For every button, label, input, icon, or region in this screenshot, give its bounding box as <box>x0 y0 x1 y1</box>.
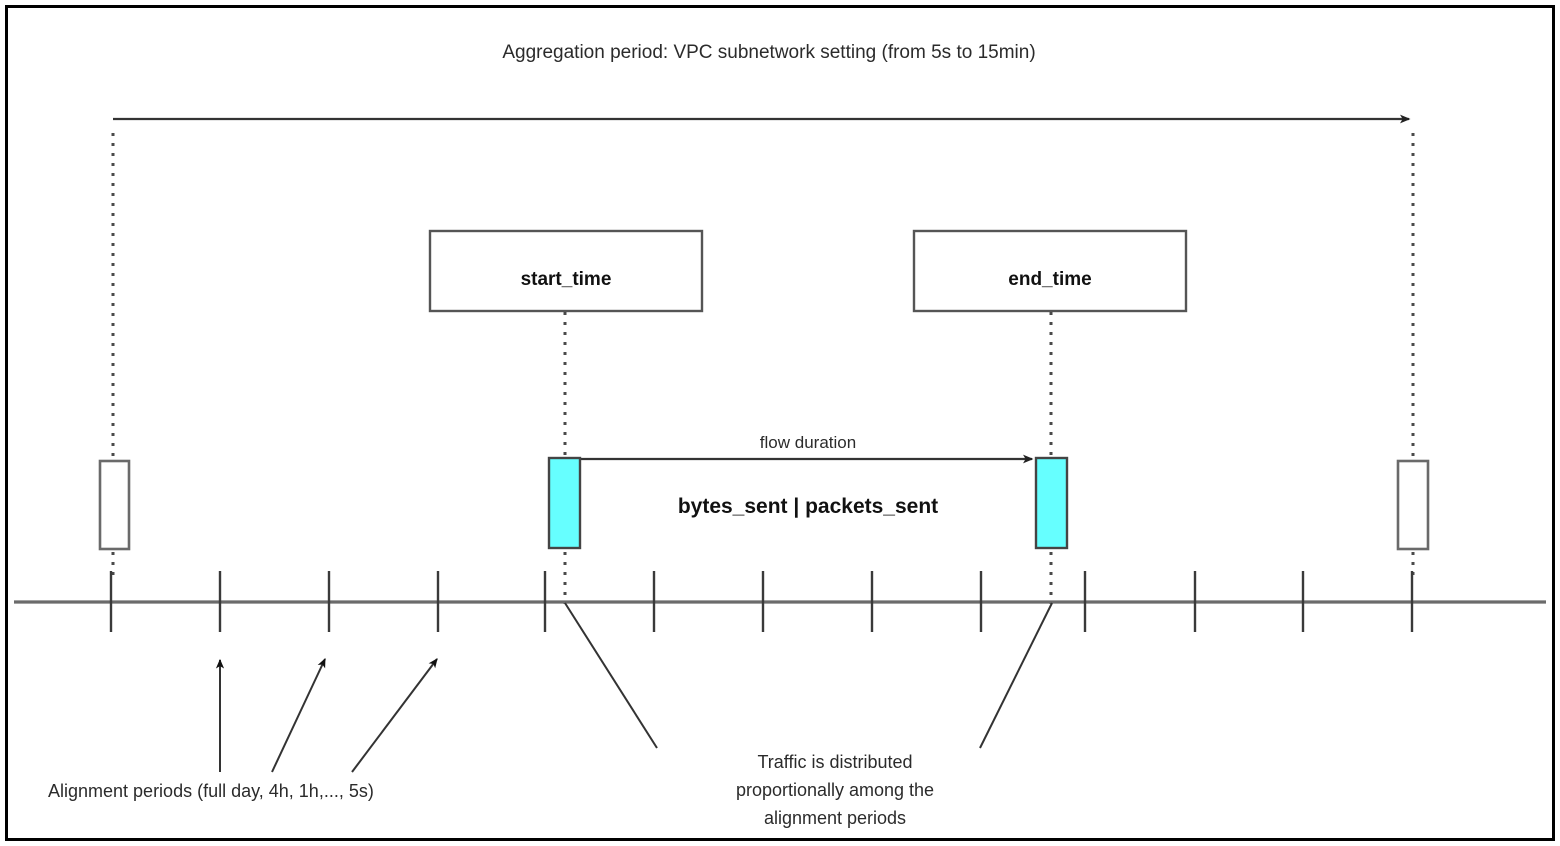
traffic-note-line-1: Traffic is distributed <box>757 752 912 772</box>
start-flow-bar <box>547 456 582 550</box>
start-time-box <box>428 229 704 313</box>
flow-metrics-label: bytes_sent | packets_sent <box>678 495 938 518</box>
traffic-callout-line-left <box>564 602 658 749</box>
end-flow-bar <box>1034 456 1069 550</box>
image-frame-border <box>5 5 1555 841</box>
alignment-periods-note: Alignment periods (full day, 4h, 1h,...,… <box>48 781 374 801</box>
alignment-arrow-diagonal-2 <box>351 658 438 773</box>
diagram-title: Aggregation period: VPC subnetwork setti… <box>502 42 1035 63</box>
alignment-arrow-diagonal-1 <box>271 658 326 773</box>
right-period-marker <box>1396 459 1430 551</box>
end-time-box-label: end_time <box>1008 269 1091 290</box>
traffic-note-line-2: proportionally among the <box>736 780 934 800</box>
traffic-note-line-3: alignment periods <box>764 808 906 828</box>
alignment-period-arrows <box>215 658 438 773</box>
traffic-callout-line-right <box>979 602 1053 749</box>
flow-duration-label: flow duration <box>760 433 856 452</box>
timeline-ticks <box>109 571 1414 632</box>
left-period-marker <box>98 459 131 551</box>
start-time-box-label: start_time <box>521 269 612 290</box>
end-time-box <box>912 229 1188 313</box>
